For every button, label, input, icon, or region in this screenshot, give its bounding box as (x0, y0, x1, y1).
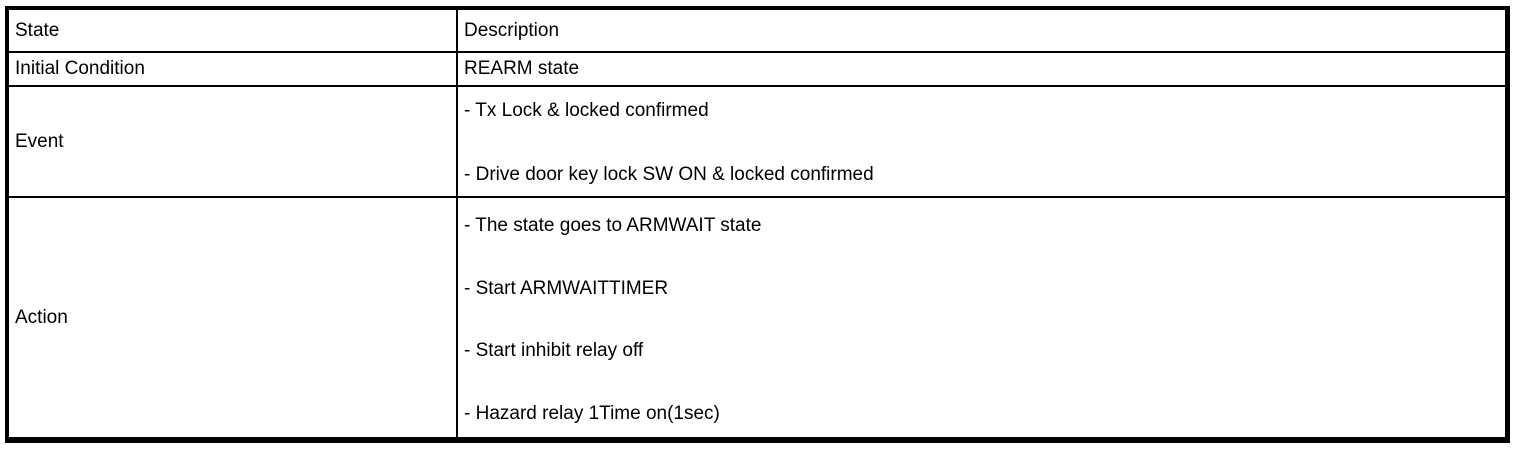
state-description-table: State Description Initial Condition REAR… (5, 6, 1510, 443)
action-item-hazard-relay: - Hazard relay 1Time on(1sec) (464, 402, 720, 424)
table-row-action: Action - The state goes to ARMWAIT state… (9, 196, 1505, 437)
table-header-row: State Description (9, 10, 1505, 51)
action-item-start-inhibit-relay-off: - Start inhibit relay off (464, 340, 644, 362)
action-item-start-armwaittimer: - Start ARMWAITTIMER (464, 277, 669, 299)
event-description-list: - Tx Lock & locked confirmed - Drive doo… (456, 87, 1505, 196)
event-item-tx-lock: - Tx Lock & locked confirmed (464, 100, 709, 121)
column-header-state: State (15, 19, 60, 41)
row-label-event: Event (15, 130, 64, 152)
event-item-drive-door: - Drive door key lock SW ON & locked con… (464, 164, 874, 185)
table-row-event: Event - Tx Lock & locked confirmed - Dri… (9, 85, 1505, 196)
action-description-list: - The state goes to ARMWAIT state - Star… (456, 198, 1505, 437)
column-header-description: Description (456, 10, 1505, 51)
row-label-initial-condition: Initial Condition (15, 58, 145, 79)
action-item-state-goes-armwait: - The state goes to ARMWAIT state (464, 215, 762, 236)
table-row-initial-condition: Initial Condition REARM state (9, 51, 1505, 85)
initial-condition-description: REARM state (456, 53, 1505, 85)
row-label-action: Action (15, 306, 68, 328)
